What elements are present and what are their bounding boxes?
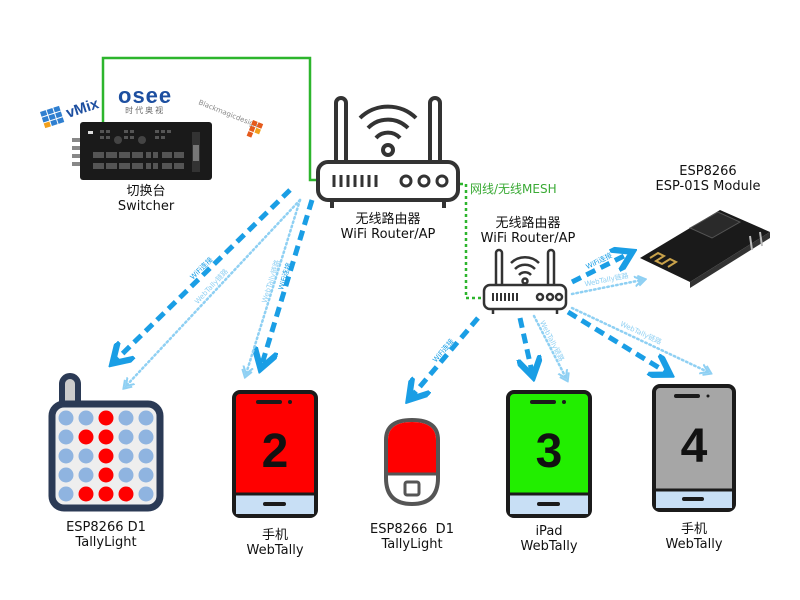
main-router-label: 无线路由器 WiFi Router/AP xyxy=(341,212,436,242)
blackmagic-logo-icon xyxy=(246,120,264,138)
ipad-3-device xyxy=(506,390,592,518)
led-off xyxy=(138,467,154,483)
main-router-ports xyxy=(332,174,449,188)
led-on xyxy=(118,486,134,502)
vmix-logo-icon xyxy=(40,105,65,129)
led-off xyxy=(58,448,74,464)
phone-2-device xyxy=(232,390,318,518)
webtally-link-to-phone-2 xyxy=(246,198,302,374)
wifi-link-label: WiFi连接 xyxy=(584,250,613,271)
osee-logo-text: osee xyxy=(118,83,173,108)
led-on xyxy=(98,410,114,426)
ipad-3-label-line1: iPad xyxy=(535,524,563,539)
phone-2-label-line2: WebTally xyxy=(246,543,304,558)
bulb-tally-device xyxy=(384,417,440,507)
led-off xyxy=(78,410,94,426)
led-on xyxy=(98,448,114,464)
esp01s-label-line2: ESP-01S Module xyxy=(655,179,761,194)
webtally-link-to-phone-4 xyxy=(570,306,708,372)
phone-4-device xyxy=(652,384,736,512)
led-off xyxy=(78,448,94,464)
phone-4-label-line2: WebTally xyxy=(665,537,723,552)
phone-2-label: 手机 WebTally xyxy=(246,528,303,558)
switcher-device xyxy=(72,122,212,180)
phone-4-label: 手机 WebTally xyxy=(665,522,722,552)
phone-2-label-line1: 手机 xyxy=(261,528,289,543)
switcher-label: 切换台 Switcher xyxy=(118,184,174,214)
led-off xyxy=(118,429,134,445)
matrix-device-label-line1: ESP8266 D1 xyxy=(66,520,146,535)
matrix-device-label-line2: TallyLight xyxy=(75,535,137,550)
wifi-link-to-ipad xyxy=(520,317,532,372)
phone-4-label-line1: 手机 xyxy=(680,522,708,537)
mesh-line xyxy=(460,182,484,300)
matrix-device-label: ESP8266 D1 TallyLight xyxy=(66,520,146,550)
led-off xyxy=(58,467,74,483)
webtally-link-to-matrix xyxy=(126,198,302,386)
sub-router-label-cn: 无线路由器 xyxy=(495,216,561,231)
webtally-link-label: WebTally链路 xyxy=(538,319,567,363)
ipad-3-label: iPad WebTally xyxy=(520,524,577,554)
led-off xyxy=(138,410,154,426)
sub-router-label: 无线路由器 WiFi Router/AP xyxy=(481,216,576,246)
webtally-link-to-ipad xyxy=(532,314,566,378)
led-off xyxy=(58,486,74,502)
led-on xyxy=(78,429,94,445)
wifi-link-to-esp01 xyxy=(570,254,628,285)
osee-logo: osee 时代奥视 xyxy=(118,83,173,116)
ipad-3-number: 3 xyxy=(536,425,563,478)
mesh-link-label: 网线/无线MESH xyxy=(470,182,557,196)
switcher-label-en: Switcher xyxy=(117,199,175,214)
bulb-device-label-line1: ESP8266 D1 xyxy=(370,522,454,537)
led-off xyxy=(118,410,134,426)
main-router-icon xyxy=(316,96,460,208)
led-off xyxy=(58,429,74,445)
led-off xyxy=(78,467,94,483)
led-off xyxy=(138,429,154,445)
wifi-link-to-phone-2 xyxy=(262,199,315,364)
sub-router-label-en: WiFi Router/AP xyxy=(480,231,576,246)
matrix-tally-device xyxy=(48,373,164,512)
led-on xyxy=(98,486,114,502)
esp01s-module-image xyxy=(640,210,770,288)
led-off xyxy=(138,448,154,464)
main-router-label-cn: 无线路由器 xyxy=(355,212,421,227)
esp01s-label: ESP8266 ESP-01S Module xyxy=(656,164,761,194)
wifi-link-label: WiFi连接 xyxy=(188,255,214,281)
led-on xyxy=(78,486,94,502)
switcher-label-cn: 切换台 xyxy=(126,184,166,199)
bulb-device-label-line2: TallyLight xyxy=(381,537,443,552)
sub-router-ports xyxy=(492,293,518,301)
webtally-link-to-esp01 xyxy=(570,280,642,296)
esp01s-label-line1: ESP8266 xyxy=(679,164,737,179)
osee-logo-cn: 时代奥视 xyxy=(125,106,166,115)
led-on xyxy=(98,467,114,483)
led-on xyxy=(98,429,114,445)
main-router-label-en: WiFi Router/AP xyxy=(340,227,436,242)
led-off xyxy=(138,486,154,502)
wifi-link-to-bulb xyxy=(412,316,480,396)
led-off xyxy=(118,467,134,483)
led-off xyxy=(118,448,134,464)
phone-4-number: 4 xyxy=(681,420,708,473)
vmix-logo-text: vMix xyxy=(64,95,102,122)
ipad-3-label-line2: WebTally xyxy=(520,539,578,554)
sub-router-icon xyxy=(482,248,568,314)
ethernet-line xyxy=(101,56,318,182)
wifi-link-to-matrix xyxy=(116,188,292,360)
bulb-device-label: ESP8266 D1 TallyLight xyxy=(370,522,454,552)
led-off xyxy=(58,410,74,426)
phone-2-number: 2 xyxy=(262,425,289,478)
wifi-link-to-phone-4 xyxy=(566,309,666,372)
